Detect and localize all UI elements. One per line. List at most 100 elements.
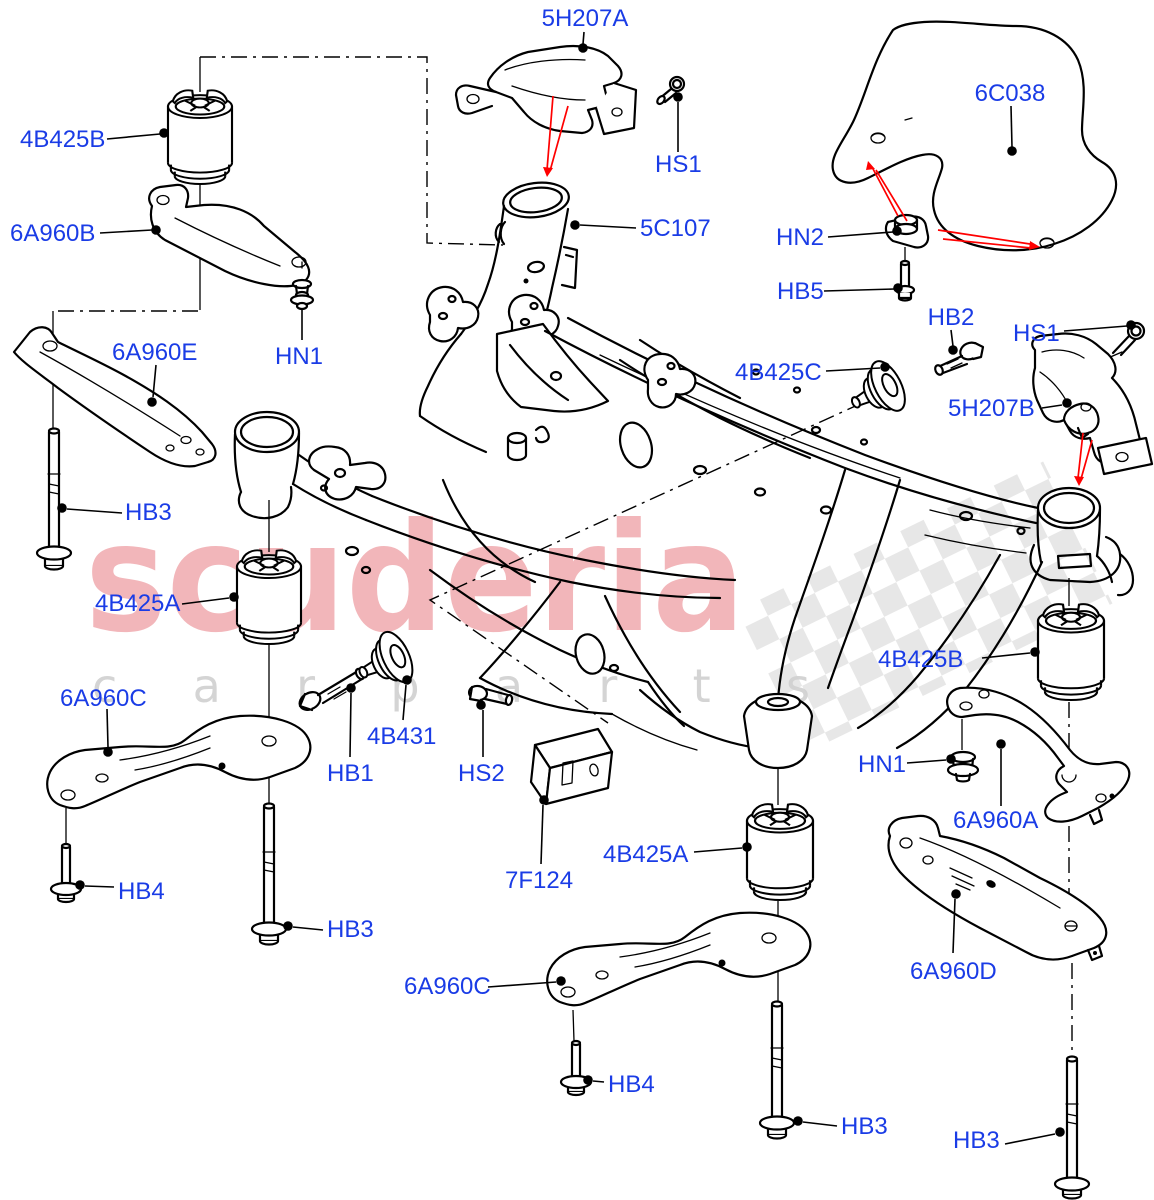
leader-5h207b	[1041, 398, 1072, 409]
leader-hb3-1	[57, 503, 123, 514]
leader-4b425a-rear	[693, 842, 752, 853]
part-label-hs1-right[interactable]: HS1	[1013, 320, 1060, 347]
leader-hb1	[346, 683, 356, 758]
part-label-6a960a[interactable]: 6A960A	[953, 807, 1038, 834]
leader-lines	[57, 31, 1136, 1145]
bolt-hb5	[894, 259, 916, 302]
part-label-hb4-2[interactable]: HB4	[608, 1071, 655, 1098]
part-label-hb3-4[interactable]: HB3	[953, 1127, 1000, 1154]
bolt-hb2	[934, 341, 985, 376]
watermark-sub-text: c a r p a r t s	[92, 659, 810, 713]
leader-5c107	[570, 220, 637, 230]
part-label-4b425c[interactable]: 4B425C	[735, 359, 822, 386]
leader-6c038	[1007, 105, 1017, 156]
leader-6a960c-2	[487, 976, 566, 988]
leader-hs1-right	[1063, 320, 1136, 332]
leader-hs2	[476, 700, 486, 757]
bolt-hs1-right	[1107, 321, 1146, 359]
leader-hb4-1	[75, 880, 115, 890]
bolt-hb4-1	[49, 842, 83, 904]
part-label-6c038[interactable]: 6C038	[975, 80, 1046, 107]
watermark-brand-text: scuderia	[85, 492, 745, 666]
leader-hn2	[827, 226, 902, 238]
part-label-7f124[interactable]: 7F124	[505, 867, 573, 894]
bushing-4b425b-rear	[1036, 603, 1106, 702]
part-label-hb3-1[interactable]: HB3	[125, 499, 172, 526]
heat-shield-6c038	[831, 20, 1118, 252]
part-label-4b425b-front[interactable]: 4B425B	[20, 126, 105, 153]
part-label-hb2[interactable]: HB2	[928, 304, 975, 331]
bushing-4b425c	[839, 355, 913, 429]
part-label-6a960e[interactable]: 6A960E	[112, 339, 197, 366]
leader-4b425b-rear	[981, 647, 1040, 659]
part-label-hn1-front[interactable]: HN1	[275, 343, 323, 370]
arrow-hn2-right	[937, 229, 1040, 250]
bolt-hb3-3	[758, 1000, 796, 1140]
part-label-6a960c-1[interactable]: 6A960C	[60, 685, 147, 712]
part-label-hb5[interactable]: HB5	[777, 278, 824, 305]
leader-6a960d	[951, 889, 961, 954]
part-label-4b425b-rear[interactable]: 4B425B	[878, 646, 963, 673]
leader-7f124	[539, 795, 549, 865]
bracket-6a960b	[148, 183, 311, 288]
part-label-hb1[interactable]: HB1	[327, 760, 374, 787]
leader-hb3-4	[1004, 1127, 1065, 1145]
heat-shield-5h207a	[454, 44, 638, 136]
leader-6a960b	[99, 225, 161, 235]
part-label-6a960c-2[interactable]: 6A960C	[404, 973, 491, 1000]
leader-hb5	[823, 283, 903, 293]
arrow-5h207b	[1074, 432, 1093, 486]
nut-hn2	[884, 213, 930, 249]
part-label-5c107[interactable]: 5C107	[640, 215, 711, 242]
leader-6a960a	[996, 739, 1006, 806]
part-label-4b425a-rear[interactable]: 4B425A	[603, 841, 688, 868]
install-arrows	[543, 95, 1093, 486]
bracket-6a960e	[12, 326, 217, 468]
part-label-hb3-2[interactable]: HB3	[327, 916, 374, 943]
bracket-6a960c-2	[546, 911, 812, 1007]
leader-4b425b-front	[106, 128, 169, 140]
part-label-hn2[interactable]: HN2	[776, 224, 824, 251]
bushing-4b425b-front	[166, 89, 234, 186]
leader-4b425a-left	[181, 592, 239, 605]
leader-6a960c-1	[103, 708, 113, 757]
leader-hn1-rear	[906, 754, 956, 764]
bracket-6a960d	[887, 814, 1108, 962]
bolt-hs2	[467, 684, 514, 707]
part-label-4b425a-left[interactable]: 4B425A	[95, 590, 180, 617]
part-label-4b431[interactable]: 4B431	[367, 723, 436, 750]
bracket-6a960a	[946, 686, 1131, 826]
bolt-hb3-1	[35, 427, 73, 571]
part-label-5h207a[interactable]: 5H207A	[542, 5, 629, 32]
bushing-4b425a-left	[235, 549, 303, 646]
part-label-hn1-rear[interactable]: HN1	[858, 751, 906, 778]
subframe-crossmember	[233, 181, 1135, 770]
leader-hs1-top	[673, 92, 683, 152]
part-label-hs1-top[interactable]: HS1	[655, 151, 702, 178]
leader-4b425c	[825, 362, 890, 372]
leader-hb4-2	[583, 1075, 605, 1085]
part-label-5h207b[interactable]: 5H207B	[948, 395, 1035, 422]
bolt-hb3-4	[1053, 1055, 1091, 1200]
bolt-hb4-2	[559, 1039, 593, 1097]
part-label-hb4-1[interactable]: HB4	[118, 878, 165, 905]
arrow-5h207a	[543, 95, 569, 177]
bracket-7f124	[529, 727, 614, 806]
part-label-hb3-3[interactable]: HB3	[841, 1113, 888, 1140]
leader-6a960e	[147, 364, 157, 407]
part-label-hs2[interactable]: HS2	[458, 760, 505, 787]
bolt-hb3-2	[250, 802, 288, 946]
bracket-6a960c-1	[46, 714, 312, 810]
arrow-hn2-left	[866, 161, 908, 222]
leader-hb2	[948, 329, 958, 355]
heat-shield-5h207b	[1031, 332, 1154, 476]
leader-4b431	[402, 675, 412, 721]
part-label-6a960d[interactable]: 6A960D	[910, 958, 997, 985]
part-label-6a960b[interactable]: 6A960B	[10, 220, 95, 247]
leader-5h207a	[578, 31, 588, 53]
leader-hb3-3	[793, 1116, 838, 1127]
leader-hb3-2	[283, 921, 324, 931]
nut-hn1-front	[289, 278, 315, 311]
